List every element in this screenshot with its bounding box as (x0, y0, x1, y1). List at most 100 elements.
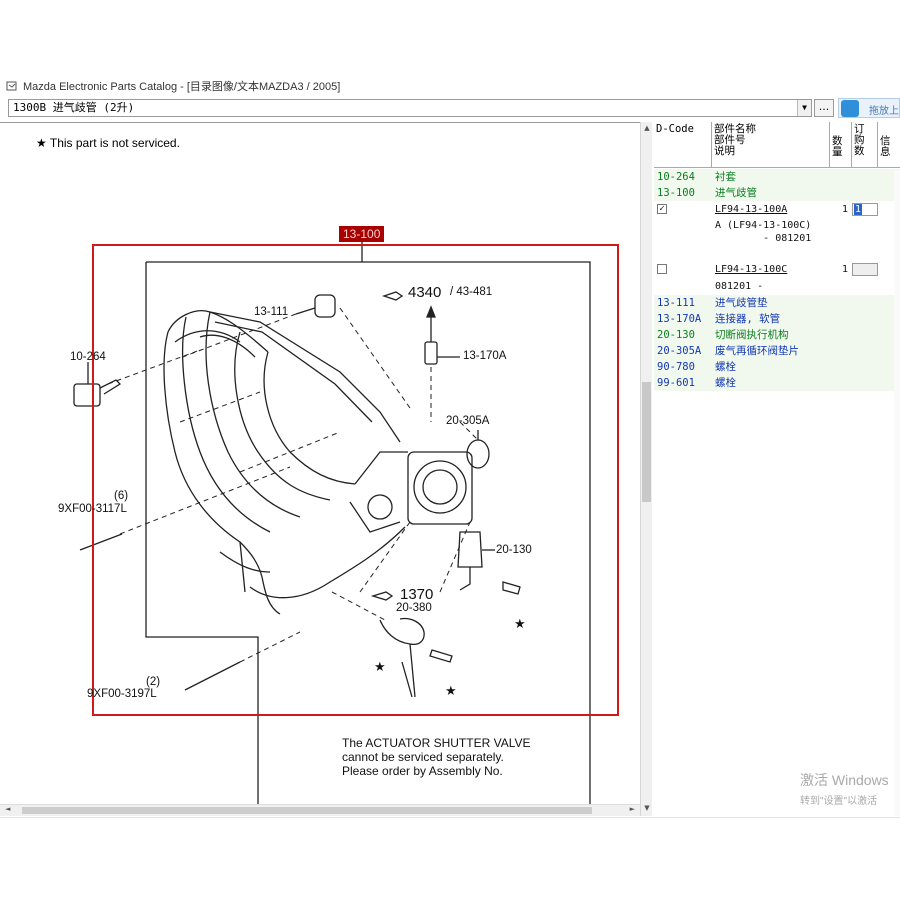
part-qty: 1 (842, 264, 849, 275)
list-item[interactable]: 90-780 螺栓 (654, 359, 900, 375)
part-name: 螺栓 (715, 377, 736, 389)
assembly-callout-tag[interactable]: 13-100 (339, 226, 385, 242)
parts-list-pane: D-Code 部件名称 部件号 说明 数 量 订 购 数 信 息 10-264 … (654, 122, 900, 816)
part-name: 螺栓 (715, 361, 736, 373)
parts-list-scrollbar[interactable] (894, 170, 900, 816)
part-qty: 1 (842, 204, 849, 215)
callout-13-170a[interactable]: 13-170A (463, 350, 507, 362)
part-name: 连接器, 软管 (715, 313, 781, 325)
col-part-name[interactable]: 部件名称 部件号 说明 (712, 122, 830, 168)
actuator-footnote: The ACTUATOR SHUTTER VALVE cannot be ser… (342, 736, 530, 778)
callout-4340[interactable]: 4340 (408, 284, 442, 301)
watermark-line: 激活 Windows (800, 772, 889, 788)
footnote-line: Please order by Assembly No. (342, 764, 503, 778)
part-number[interactable]: LF94-13-100C (715, 264, 788, 275)
callout-13-111[interactable]: 13-111 (254, 306, 289, 318)
scroll-down-icon[interactable]: ▼ (644, 804, 650, 812)
dcode: 20-305A (657, 345, 702, 357)
callout-20-305a[interactable]: 20-305A (446, 415, 490, 427)
part-desc: A (LF94-13-100C) (715, 220, 812, 231)
dcode: 90-780 (657, 361, 695, 373)
callout-20-380[interactable]: 20-380 (396, 602, 432, 614)
order-qty-value: 1 (854, 204, 863, 215)
select-checkbox[interactable]: ✓ (657, 204, 667, 214)
callout-qty-6: (6) (114, 490, 129, 502)
dcode: 13-170A (657, 313, 702, 325)
chevron-down-icon[interactable]: ▼ (797, 100, 811, 116)
callout-1370[interactable]: 1370 (400, 586, 434, 603)
callout-10-264[interactable]: 10-264 (70, 351, 106, 363)
dcode: 99-601 (657, 377, 695, 389)
col-qty[interactable]: 数 量 (830, 122, 852, 168)
col-info[interactable]: 信 息 (878, 122, 900, 168)
part-name: 废气再循环阀垫片 (715, 345, 799, 357)
part-option-row[interactable]: ✓ LF94-13-100A 1 1 A (LF94-13-100C) - 08… (654, 202, 900, 260)
activation-watermark: 激活 Windows 转到"设置"以激活 (800, 770, 889, 807)
list-item[interactable]: 99-601 螺栓 (654, 375, 900, 391)
col-qty-label: 量 (832, 146, 843, 158)
col-desc-label: 说明 (714, 145, 735, 157)
callout-43-481[interactable]: / 43-481 (450, 286, 493, 298)
group-selector-value: 1300B 进气歧管 (2升) (13, 101, 135, 114)
status-strip (0, 817, 900, 825)
list-item[interactable]: 10-264 衬套 (654, 169, 900, 185)
diagram-vertical-scrollbar[interactable]: ▲ ▼ (640, 122, 652, 816)
app-icon (6, 81, 17, 91)
part-desc: 081201 - (715, 281, 764, 292)
dcode: 13-100 (657, 187, 695, 199)
diagram-horizontal-scrollbar[interactable]: ◄ ► (0, 804, 640, 816)
col-order-label: 数 (854, 145, 865, 157)
not-serviced-star-icon: ★ (374, 660, 386, 675)
list-item[interactable]: 20-305A 废气再循环阀垫片 (654, 343, 900, 359)
callout-qty-2: (2) (146, 676, 161, 688)
callout-9xf00-3197l[interactable]: 9XF00-3197L (87, 688, 157, 700)
scroll-thumb[interactable] (642, 382, 651, 502)
col-order[interactable]: 订 购 数 (852, 122, 878, 168)
order-qty-input[interactable]: 1 (852, 203, 878, 216)
col-dcode-label: D-Code (656, 123, 694, 135)
intake-manifold-drawing (73, 239, 591, 816)
part-name: 进气歧管垫 (715, 297, 768, 309)
dcode: 10-264 (657, 171, 695, 183)
footnote-line: cannot be serviced separately. (342, 750, 504, 764)
scroll-right-icon[interactable]: ► (629, 805, 635, 813)
group-selector[interactable]: 1300B 进气歧管 (2升) ▼ (8, 99, 812, 117)
part-option-row[interactable]: LF94-13-100C 1 081201 - (654, 262, 900, 320)
assembly-highlight-frame[interactable] (92, 244, 619, 716)
cloud-icon (841, 100, 859, 117)
parts-list-header: D-Code 部件名称 部件号 说明 数 量 订 购 数 信 息 (654, 122, 900, 168)
callout-20-130[interactable]: 20-130 (496, 544, 532, 556)
part-desc: - 081201 (715, 233, 812, 244)
col-order-label: 购 (854, 134, 865, 146)
part-name: 衬套 (715, 171, 736, 183)
list-item[interactable]: 13-100 进气歧管 (654, 185, 900, 201)
callout-9xf00-3117l[interactable]: 9XF00-3117L (58, 503, 127, 515)
browse-button[interactable]: ... (814, 99, 834, 117)
dcode: 13-111 (657, 297, 695, 309)
scroll-thumb[interactable] (22, 807, 592, 814)
list-item[interactable]: 20-130 切断阀执行机构 (654, 327, 900, 343)
pane-divider (0, 122, 640, 123)
scroll-left-icon[interactable]: ◄ (5, 805, 11, 813)
select-checkbox[interactable] (657, 264, 667, 274)
col-info-label: 息 (880, 146, 891, 158)
order-qty-input[interactable] (852, 263, 878, 276)
window-title-bar: Mazda Electronic Parts Catalog - [目录图像/文… (0, 76, 900, 96)
scroll-up-icon[interactable]: ▲ (644, 124, 650, 132)
col-info-label: 信 (880, 135, 891, 147)
col-dcode[interactable]: D-Code (654, 122, 712, 168)
drag-drop-label: 拖放上 (869, 106, 899, 117)
not-serviced-star-icon: ★ (514, 617, 526, 632)
drag-drop-button[interactable]: 拖放上 (838, 98, 900, 118)
list-item[interactable]: 13-111 进气歧管垫 (654, 295, 900, 311)
catalog-toolbar: 1300B 进气歧管 (2升) ▼ ... 拖放上 (0, 98, 900, 120)
not-serviced-note: ★ This part is not serviced. (36, 136, 180, 150)
not-serviced-star-icon: ★ (445, 684, 457, 699)
part-number[interactable]: LF94-13-100A (715, 204, 788, 215)
footnote-line: The ACTUATOR SHUTTER VALVE (342, 736, 531, 750)
part-name: 切断阀执行机构 (715, 329, 789, 341)
part-name: 进气歧管 (715, 187, 757, 199)
parts-diagram-pane[interactable]: ★ This part is not serviced. (0, 122, 640, 816)
list-item[interactable]: 13-170A 连接器, 软管 (654, 311, 900, 327)
col-qty-label: 数 (832, 135, 843, 147)
